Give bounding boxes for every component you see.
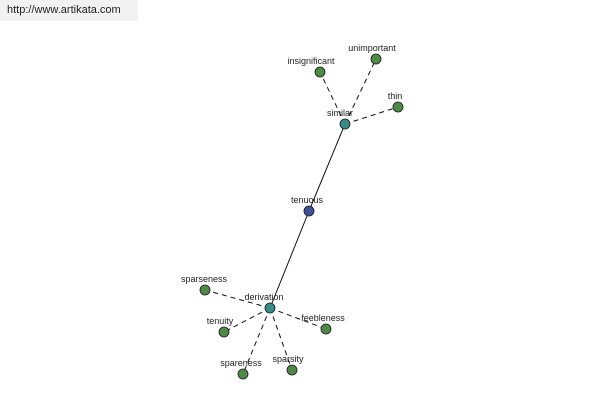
node-similar[interactable]	[339, 118, 351, 130]
edge-derivation-sparseness	[204, 289, 271, 309]
edge-similar-insignificant	[319, 71, 346, 125]
node-thin[interactable]	[392, 101, 404, 113]
node-label-spareness[interactable]: spareness	[220, 358, 262, 368]
labels-layer: tenuous similar derivation insignificant uni…	[181, 43, 402, 368]
node-label-sparseness[interactable]: sparseness	[181, 274, 228, 284]
node-label-tenuity[interactable]: tenuity	[207, 316, 234, 326]
edge-tenuous-derivation	[269, 210, 310, 309]
node-unimportant[interactable]	[370, 53, 382, 65]
node-label-thin[interactable]: thin	[388, 91, 403, 101]
node-feebleness[interactable]	[320, 323, 332, 335]
source-link[interactable]: http://www.artikata.com	[7, 4, 121, 16]
node-label-derivation[interactable]: derivation	[244, 292, 283, 302]
node-tenuity[interactable]	[218, 326, 230, 338]
node-insignificant[interactable]	[314, 66, 326, 78]
node-label-similar[interactable]: similar	[327, 108, 353, 118]
node-label-tenuous[interactable]: tenuous	[291, 195, 324, 205]
edges-layer	[204, 58, 399, 375]
node-label-insignificant[interactable]: insignificant	[287, 56, 335, 66]
node-label-unimportant[interactable]: unimportant	[348, 43, 396, 53]
edge-derivation-spareness	[242, 307, 271, 375]
node-label-sparsity[interactable]: sparsity	[272, 354, 304, 364]
edge-similar-unimportant	[344, 58, 377, 125]
node-sparsity[interactable]	[286, 364, 298, 376]
node-spareness[interactable]	[237, 368, 249, 380]
node-sparseness[interactable]	[199, 284, 211, 296]
node-label-feebleness[interactable]: feebleness	[301, 313, 345, 323]
node-derivation[interactable]	[264, 302, 276, 314]
source-bar: http://www.artikata.com	[0, 0, 138, 21]
nodes-layer	[199, 53, 404, 380]
edge-tenuous-similar	[308, 123, 346, 212]
edge-derivation-sparsity	[269, 307, 293, 371]
edge-similar-thin	[344, 106, 399, 125]
node-tenuous[interactable]	[303, 205, 315, 217]
edge-derivation-feebleness	[269, 307, 327, 330]
